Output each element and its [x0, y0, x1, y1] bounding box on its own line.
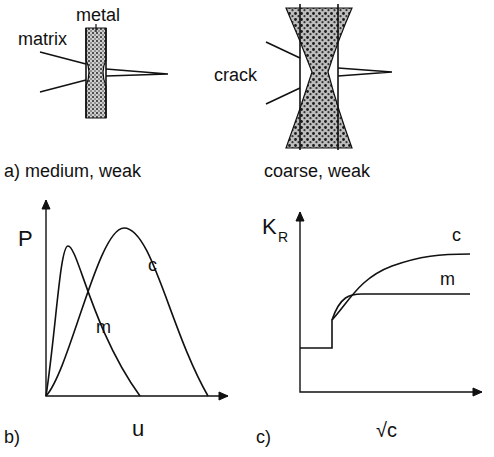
curve-c	[332, 254, 470, 320]
axes	[300, 212, 482, 392]
crack-faces	[266, 42, 392, 104]
crack-faces	[40, 52, 168, 92]
part-label: metal	[76, 6, 120, 24]
axis-label: P	[18, 228, 33, 250]
curve-label: c	[452, 226, 461, 244]
part-label: crack	[214, 66, 257, 84]
axis-label: u	[132, 418, 144, 440]
curve-label: m	[440, 270, 455, 288]
curve-m	[300, 294, 470, 348]
curve-m	[46, 246, 140, 396]
panel-caption: c)	[256, 428, 271, 446]
axes	[46, 200, 228, 396]
curve-label: c	[148, 256, 157, 274]
part-label: matrix	[18, 30, 67, 48]
axis-label-subscript: R	[278, 230, 288, 244]
curve-label: m	[96, 318, 111, 336]
panel-caption: b)	[4, 428, 20, 446]
axis-label: K	[262, 216, 277, 238]
curve-c	[46, 228, 208, 396]
panel-caption: a) medium, weak	[4, 162, 141, 180]
axis-label: √c	[376, 420, 397, 440]
coarse-ligament	[286, 8, 352, 148]
panel-caption: coarse, weak	[264, 162, 370, 180]
metal-ligament	[86, 28, 106, 118]
